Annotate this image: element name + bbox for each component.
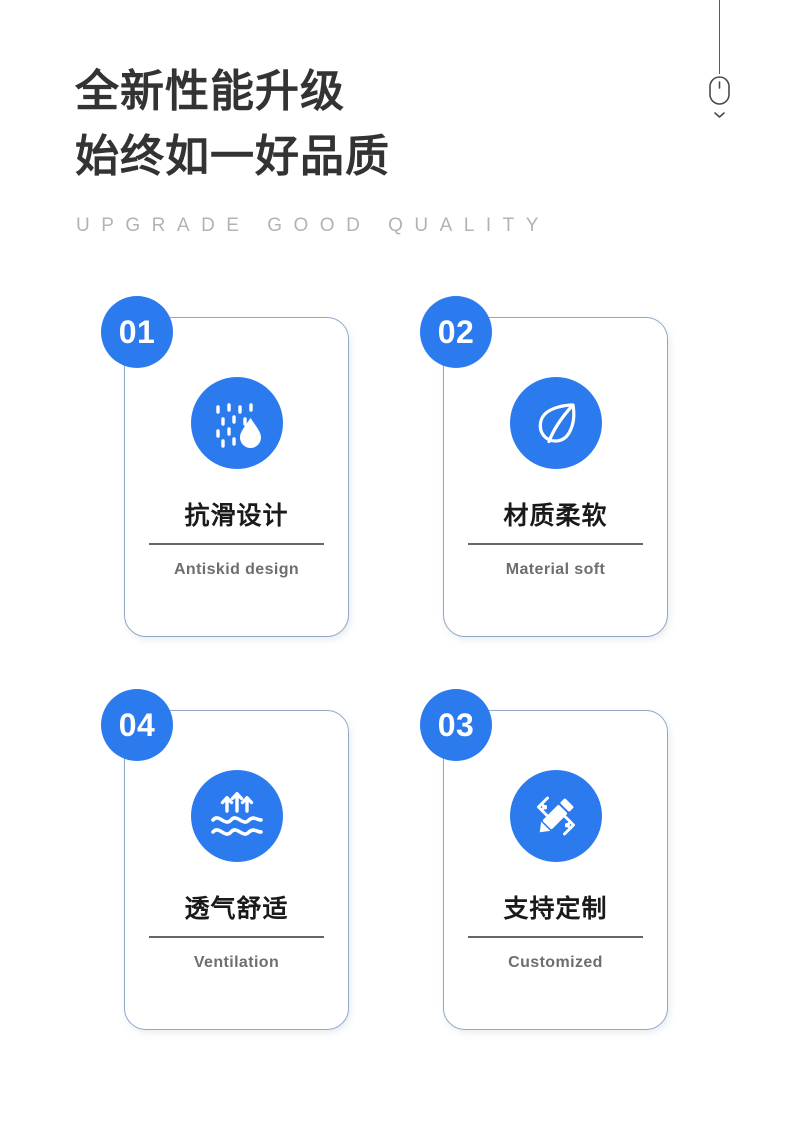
leaf-icon [509,377,602,469]
feature-card-ventilation[interactable]: 透气舒适 Ventilation [124,710,349,1030]
card-divider [149,543,324,545]
card-subtitle: Ventilation [193,954,280,971]
card-number-badge-03: 03 [420,689,492,761]
chevron-down-icon [713,106,726,118]
page-title-line-2: 始终如一好品质 [75,132,390,181]
card-divider [149,936,324,938]
card-divider [468,543,643,545]
card-number-badge-01: 01 [101,296,173,368]
feature-card-material-soft[interactable]: 材质柔软 Material soft [443,317,668,637]
feature-card-antiskid-design[interactable]: 抗滑设计 Antiskid design [124,317,349,637]
feature-card-customized[interactable]: 支持定制 Customized [443,710,668,1030]
card-subtitle: Antiskid design [173,561,300,578]
mouse-icon [709,76,730,105]
decoration-vertical-line [719,0,720,74]
card-title: 透气舒适 [184,895,289,923]
card-number-badge-04: 04 [101,689,173,761]
card-subtitle: Material soft [505,561,606,578]
page-subtitle: UPGRADE GOOD QUALITY [76,215,550,236]
page-title-line-1: 全新性能升级 [75,67,345,116]
card-title: 支持定制 [503,895,608,923]
card-subtitle: Customized [508,954,603,971]
rain-drop-icon [190,377,283,469]
card-title: 抗滑设计 [184,502,289,530]
ventilation-icon [190,770,283,862]
card-title: 材质柔软 [503,502,608,530]
card-divider [468,936,643,938]
pencil-ruler-icon [509,770,602,862]
card-number-badge-02: 02 [420,296,492,368]
